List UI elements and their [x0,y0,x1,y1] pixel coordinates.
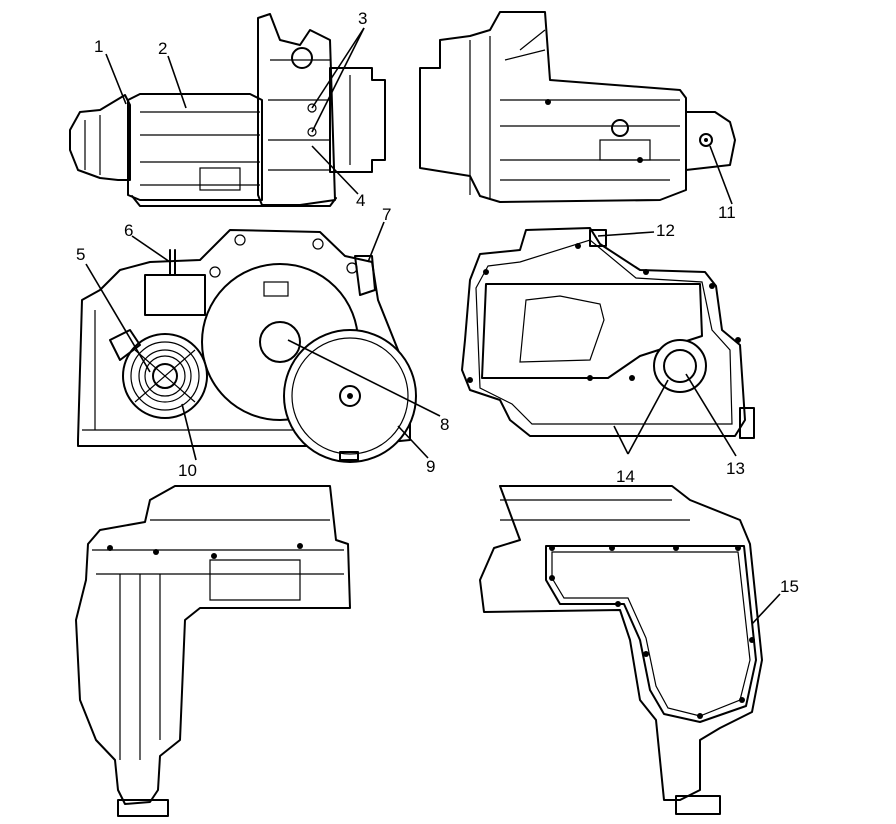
callout-13: 13 [726,459,745,478]
callout-5: 5 [76,245,85,264]
callout-3: 3 [358,9,367,28]
callout-15: 15 [780,577,799,596]
callout-11: 11 [718,203,736,222]
callout-7: 7 [382,205,391,224]
callout-10: 10 [178,461,197,480]
callout-8: 8 [440,415,449,434]
view-top-left [69,13,386,207]
view-bottom-left [75,485,351,817]
callout-1: 1 [94,37,103,56]
view-bottom-right [479,485,763,815]
callout-4: 4 [356,191,365,210]
view-middle-right [461,227,755,439]
callout-14: 14 [616,467,635,486]
leader-lines [85,27,781,625]
view-top-right [419,11,736,203]
view-middle-left [77,229,417,463]
callout-9: 9 [426,457,435,476]
callout-labels: 1 2 3 4 5 6 7 8 9 10 11 12 13 14 15 [76,9,799,596]
callout-6: 6 [124,221,133,240]
callout-12: 12 [656,221,675,240]
callout-2: 2 [158,39,167,58]
